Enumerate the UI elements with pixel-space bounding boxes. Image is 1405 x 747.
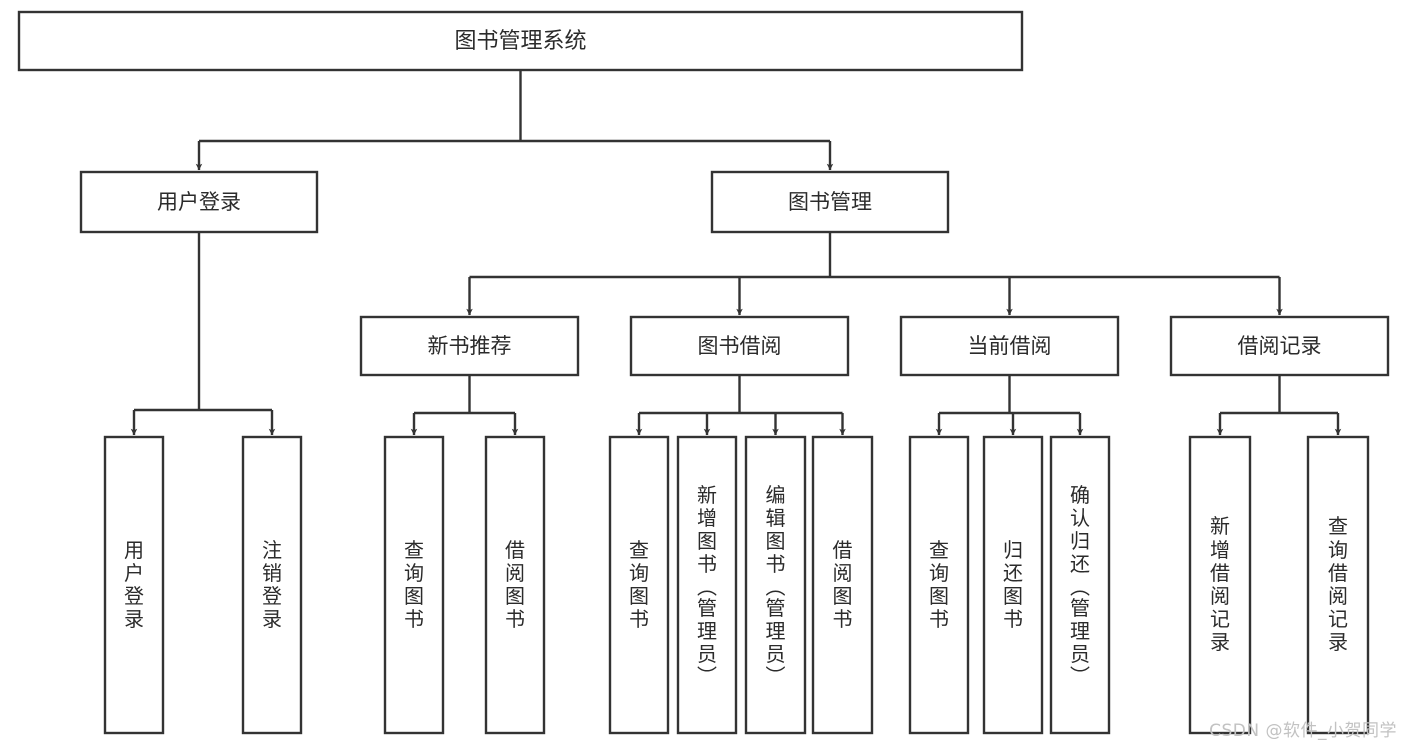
node-box-leaf-新增图书管理员-5 bbox=[676, 435, 738, 735]
connector-lines bbox=[130, 70, 1342, 436]
node-box-l3-图书借阅 bbox=[629, 315, 850, 377]
node-box-leaf-借阅图书-3 bbox=[484, 435, 546, 735]
node-boxes bbox=[17, 10, 1390, 735]
node-label-l2-图书管理: 图书管理 bbox=[788, 190, 872, 214]
node-box-leaf-查询图书-2 bbox=[383, 435, 445, 735]
node-box-leaf-查询图书-8 bbox=[908, 435, 970, 735]
node-box-l3-当前借阅 bbox=[899, 315, 1120, 377]
node-box-l2-图书管理 bbox=[710, 170, 950, 234]
node-box-leaf-用户登录-0 bbox=[103, 435, 165, 735]
node-box-leaf-新增借阅记录-11 bbox=[1188, 435, 1252, 735]
node-box-l3-借阅记录 bbox=[1169, 315, 1390, 377]
node-box-leaf-编辑图书管理员-6 bbox=[744, 435, 807, 735]
node-box-leaf-归还图书-9 bbox=[982, 435, 1044, 735]
node-box-l3-新书推荐 bbox=[359, 315, 580, 377]
node-label-l3-当前借阅: 当前借阅 bbox=[968, 334, 1052, 358]
node-box-root bbox=[17, 10, 1024, 72]
node-label-l3-图书借阅: 图书借阅 bbox=[698, 334, 782, 358]
node-label-root: 图书管理系统 bbox=[454, 29, 586, 54]
node-box-leaf-确认归还管理员-10 bbox=[1049, 435, 1111, 735]
node-label-l3-借阅记录: 借阅记录 bbox=[1238, 334, 1322, 358]
node-label-l2-用户登录: 用户登录 bbox=[157, 190, 241, 214]
node-box-leaf-注销登录-1 bbox=[241, 435, 303, 735]
node-box-l2-用户登录 bbox=[79, 170, 319, 234]
node-box-leaf-借阅图书-7 bbox=[811, 435, 874, 735]
node-box-leaf-查询图书-4 bbox=[608, 435, 670, 735]
node-label-l3-新书推荐: 新书推荐 bbox=[428, 334, 512, 358]
node-box-leaf-查询借阅记录-12 bbox=[1306, 435, 1370, 735]
